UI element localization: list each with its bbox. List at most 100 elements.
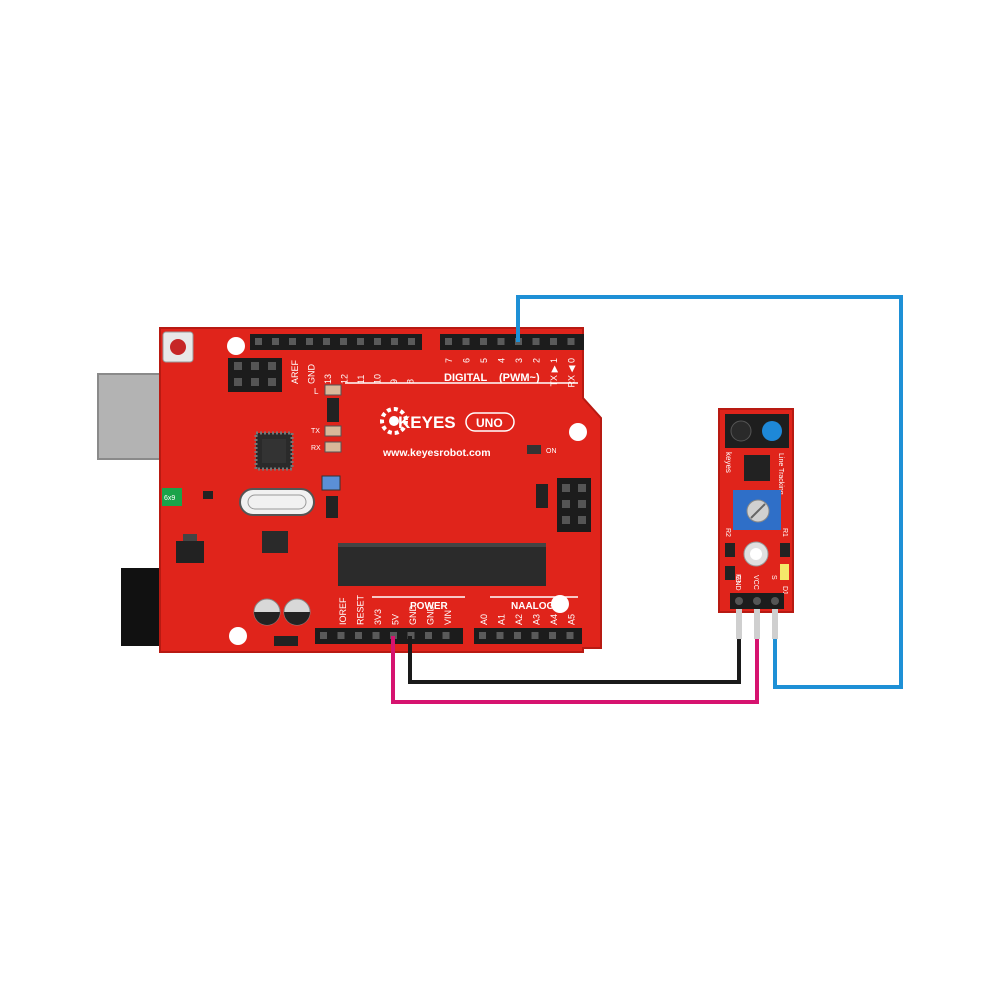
- pin-label: A5: [567, 614, 577, 625]
- digital-label: DIGITAL: [444, 372, 487, 384]
- signal-wire[interactable]: [516, 295, 903, 689]
- reset-button[interactable]: [162, 331, 194, 363]
- pin-label: TX ▶ 1: [549, 358, 559, 386]
- header-pin[interactable]: [390, 632, 397, 639]
- header-pin[interactable]: [496, 632, 504, 639]
- analog-header: [474, 628, 582, 644]
- header-pin[interactable]: [442, 632, 450, 639]
- fuse: [162, 488, 182, 506]
- header-pin[interactable]: [479, 632, 486, 639]
- header-pin[interactable]: [550, 338, 557, 345]
- d1-label: D1: [781, 586, 788, 595]
- resistor-pack: [321, 475, 341, 491]
- header-pin[interactable]: [462, 338, 470, 345]
- header-pin[interactable]: [337, 632, 345, 639]
- potentiometer[interactable]: [733, 490, 781, 530]
- pin-label: 8: [406, 379, 416, 384]
- diode: [274, 636, 298, 646]
- analog-label: NAALOG IN: [511, 601, 567, 612]
- pin-label: 12: [340, 374, 350, 384]
- header-pin[interactable]: [408, 338, 415, 345]
- mount-hole: [229, 627, 247, 645]
- atmega-chip: [338, 543, 546, 586]
- header-pin[interactable]: [425, 632, 432, 639]
- header-pin[interactable]: [549, 632, 556, 639]
- pin-label: RESET: [356, 594, 366, 625]
- pin-leg: [736, 609, 742, 639]
- led-tx: [324, 425, 342, 437]
- resistor-r2: [725, 543, 735, 557]
- header-pin[interactable]: [531, 632, 539, 639]
- capacitor: [253, 598, 281, 626]
- pin-label: AREF: [290, 359, 300, 384]
- header-pin[interactable]: [497, 338, 505, 345]
- header-pin[interactable]: [514, 632, 521, 639]
- pin-label: 5: [479, 358, 489, 363]
- header-pin[interactable]: [407, 632, 415, 639]
- header-pin[interactable]: [320, 632, 327, 639]
- pin-leg: [772, 609, 778, 639]
- pin-label: VIN: [443, 610, 453, 625]
- ir-receiver: [730, 420, 752, 442]
- pin-label: RX ◀ 0: [567, 358, 577, 387]
- header-pin[interactable]: [391, 338, 398, 345]
- sensor-pin-label: S: [770, 575, 777, 580]
- pin-label: A1: [497, 614, 507, 625]
- header-pin[interactable]: [355, 632, 362, 639]
- header-pin[interactable]: [340, 338, 347, 345]
- led-rx: [324, 441, 342, 453]
- comparator-chip: [744, 455, 770, 481]
- pin-label: A3: [532, 614, 542, 625]
- pin-label: 5V: [391, 614, 401, 625]
- digital-header-left: [250, 334, 422, 350]
- pin-label: 7: [444, 358, 454, 363]
- resistor: [327, 398, 339, 422]
- ic-chip: [262, 531, 288, 553]
- led-l-label: L: [314, 387, 319, 396]
- led-l: [324, 384, 342, 396]
- resistor-r3: [725, 566, 735, 580]
- header-pin[interactable]: [272, 338, 279, 345]
- sensor-pin-label: GND: [734, 575, 741, 591]
- header-pin[interactable]: [480, 338, 487, 345]
- pwm-label: (PWM~): [499, 372, 540, 384]
- sensor-title: Line Tracking: [777, 453, 784, 495]
- header-pin[interactable]: [255, 338, 262, 345]
- header-pin[interactable]: [567, 338, 575, 345]
- r1-label: R1: [781, 528, 788, 537]
- header-pin[interactable]: [323, 338, 330, 345]
- pin-label: 3V3: [373, 609, 383, 625]
- pin-label: IOREF: [338, 597, 348, 625]
- pin-label: 3: [514, 358, 524, 363]
- header-pin[interactable]: [289, 338, 296, 345]
- ground-wire[interactable]: [408, 636, 741, 684]
- pin-label: A4: [549, 614, 559, 625]
- pin-label: GND: [426, 605, 436, 626]
- header-pin[interactable]: [374, 338, 381, 345]
- pin-label: A0: [479, 614, 489, 625]
- header-pin[interactable]: [445, 338, 452, 345]
- crystal-oscillator: [239, 488, 315, 516]
- header-pin[interactable]: [306, 338, 313, 345]
- header-pin[interactable]: [357, 338, 364, 345]
- capacitor: [283, 598, 311, 626]
- power-wire[interactable]: [391, 636, 759, 704]
- pin-label: 13: [323, 374, 333, 384]
- mount-hole: [227, 337, 245, 355]
- digital-header-right: [440, 334, 584, 350]
- mount-hole: [569, 423, 587, 441]
- sensor-pin-label: VCC: [752, 575, 759, 590]
- header-pin[interactable]: [532, 338, 540, 345]
- header-pin[interactable]: [372, 632, 380, 639]
- uno-badge: UNO: [465, 412, 515, 432]
- resistor-r1: [780, 543, 790, 557]
- pin-label: 10: [373, 374, 383, 384]
- header-pin[interactable]: [566, 632, 574, 639]
